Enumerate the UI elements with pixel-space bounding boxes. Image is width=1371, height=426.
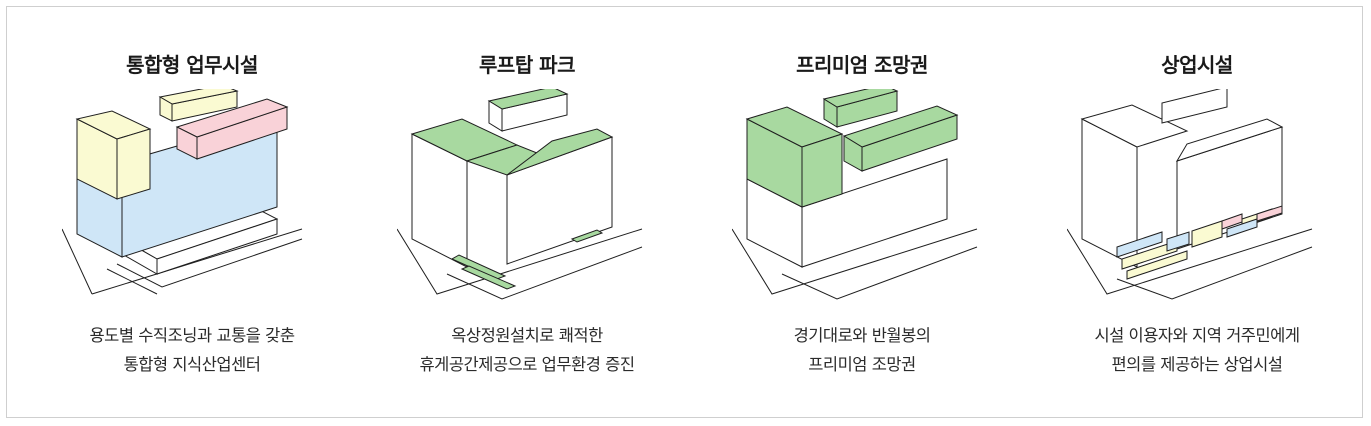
panel-rooftop-park: 루프탑 파크 옥상정원설치로 쾌적한 휴게공간제공으로 업무환경 증진 bbox=[377, 7, 677, 419]
premium-view-illustration bbox=[732, 89, 978, 300]
panel-description: 옥상정원설치로 쾌적한 휴게공간제공으로 업무환경 증진 bbox=[377, 321, 677, 379]
description-line: 편의를 제공하는 상업시설 bbox=[1111, 355, 1283, 374]
description-line: 옥상정원설치로 쾌적한 bbox=[451, 326, 603, 345]
diagram-frame: 통합형 업무시설 bbox=[6, 6, 1363, 418]
integrated-office-illustration bbox=[62, 89, 303, 295]
panel-retail: 상업시설 시설 이용자와 지역 거주민에게 편의를 제공하는 상업시설 bbox=[1047, 7, 1347, 419]
panel-description: 시설 이용자와 지역 거주민에게 편의를 제공하는 상업시설 bbox=[1047, 321, 1347, 379]
panel-title: 루프탑 파크 bbox=[479, 53, 575, 77]
retail-illustration bbox=[1067, 89, 1313, 300]
panel-description: 경기대로와 반월봉의 프리미엄 조망권 bbox=[712, 321, 1012, 379]
description-line: 용도별 수직조닝과 교통을 갖춘 bbox=[89, 326, 295, 345]
panel-title: 프리미엄 조망권 bbox=[796, 53, 928, 77]
panel-premium-view: 프리미엄 조망권 경기대로와 반월봉의 프리미엄 조망권 bbox=[712, 7, 1012, 419]
panel-integrated-office: 통합형 업무시설 bbox=[42, 7, 342, 419]
description-line: 경기대로와 반월봉의 bbox=[793, 326, 931, 345]
panel-description: 용도별 수직조닝과 교통을 갖춘 통합형 지식산업센터 bbox=[42, 321, 342, 379]
panel-title: 상업시설 bbox=[1161, 53, 1233, 77]
description-line: 휴게공간제공으로 업무환경 증진 bbox=[419, 355, 635, 374]
description-line: 시설 이용자와 지역 거주민에게 bbox=[1094, 326, 1300, 345]
description-line: 프리미엄 조망권 bbox=[808, 355, 916, 374]
rooftop-park-illustration bbox=[397, 89, 643, 300]
panel-title: 통합형 업무시설 bbox=[126, 53, 258, 77]
description-line: 통합형 지식산업센터 bbox=[123, 355, 261, 374]
